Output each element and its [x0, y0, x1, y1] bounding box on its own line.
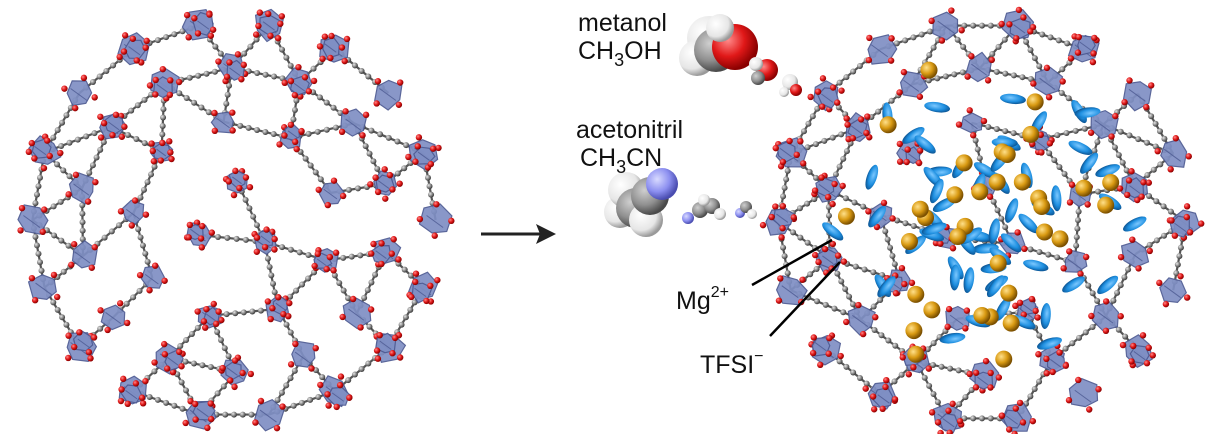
methanol-formula-part-b: OH: [624, 37, 662, 65]
mg-pointer-line: [751, 238, 833, 287]
mof-framework-loaded-right-icon: [759, 6, 1205, 434]
acetonitrile-formula-label: CH3CN: [580, 144, 663, 178]
methanol-formula-part-a: CH: [578, 37, 615, 65]
acetonitrile-formula-part-a: CH: [580, 144, 617, 172]
tfsi-anion-label: TFSI−: [700, 348, 764, 382]
acetonitrile-name-label: acetonitril: [576, 116, 683, 144]
tfsi-pointer-line: [769, 261, 841, 337]
reaction-arrow-icon: [481, 224, 556, 244]
mof-framework-left-icon: [17, 8, 455, 432]
acetonitrile-formula-subscript: 3: [616, 157, 627, 177]
mg-ion-base: Mg: [676, 287, 711, 315]
methanol-formula-subscript: 3: [614, 50, 625, 70]
mg-ion-label: Mg2+: [676, 284, 729, 318]
acetonitrile-molecule-icon: [604, 168, 757, 237]
methanol-molecule-icon: [679, 14, 802, 97]
methanol-name-label: metanol: [578, 9, 667, 37]
guest-ions: [822, 61, 1147, 368]
acetonitrile-formula-part-b: CN: [626, 144, 663, 172]
mg-ion-charge: 2+: [710, 284, 729, 301]
tfsi-anion-base: TFSI: [700, 351, 755, 379]
tfsi-anion-charge: −: [754, 348, 764, 365]
methanol-formula-label: CH3OH: [578, 37, 662, 71]
